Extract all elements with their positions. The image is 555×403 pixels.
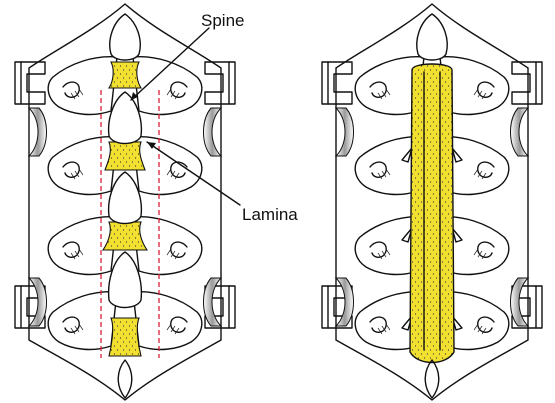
spinous-process-top <box>417 14 447 60</box>
retractor-bracket-top-right <box>205 62 235 104</box>
spinous-process-4 <box>109 252 142 308</box>
right-panel <box>322 4 542 400</box>
spinous-process-3 <box>109 172 142 224</box>
cord-window-2 <box>105 142 145 170</box>
spinous-process-2 <box>109 92 142 144</box>
exposed-spinal-cord <box>410 64 454 363</box>
retractor-bracket-top-left <box>322 62 352 104</box>
cord-window-4 <box>109 318 141 356</box>
spinous-process-1 <box>110 14 140 60</box>
label-lamina: Lamina <box>242 205 298 224</box>
label-spine: Spine <box>201 11 244 30</box>
cord-window-1 <box>109 62 141 88</box>
retractor-bracket-top-left <box>15 62 45 104</box>
left-panel <box>15 4 240 400</box>
retractor-bracket-top-right <box>512 62 542 104</box>
